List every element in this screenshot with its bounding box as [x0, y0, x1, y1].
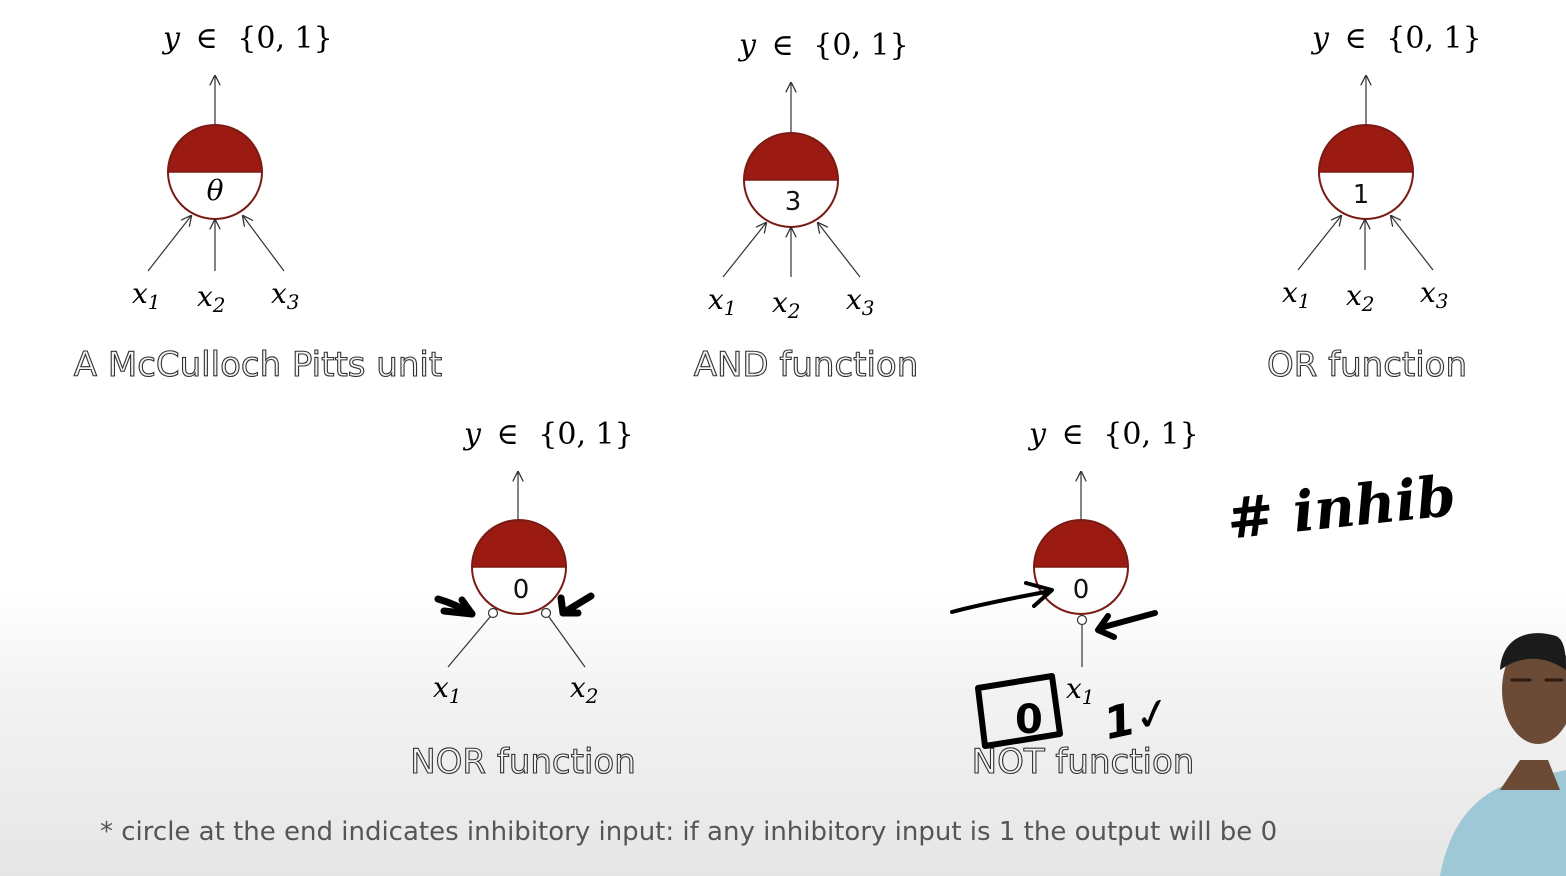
ink-arrow: [1095, 613, 1117, 640]
unit-or: y ∈ {0, 1} 1 x1 x2 x3 OR function: [1266, 21, 1482, 386]
boxed-value: 0: [1015, 697, 1043, 743]
input-label: x1: [433, 671, 462, 708]
input-arrow: [1391, 216, 1434, 271]
input-label: x3: [1420, 276, 1449, 313]
input-label: x2: [772, 286, 801, 323]
caption: NOR function: [410, 742, 636, 782]
threshold-label: 0: [1073, 575, 1090, 605]
handwritten-note: # inhib: [1224, 463, 1459, 553]
neuron: [471, 519, 567, 615]
input-label: x1: [708, 283, 737, 320]
inhibitory-circle: [540, 607, 552, 619]
threshold-label: θ: [207, 174, 224, 207]
input-arrow: [147, 216, 191, 272]
output-label: y ∈ {0, 1}: [1310, 21, 1482, 56]
input-label: x1: [1066, 672, 1095, 709]
ink-arrow: [557, 594, 582, 617]
caption: AND function: [694, 345, 919, 385]
input-label: x2: [570, 671, 599, 708]
caption: OR function: [1267, 345, 1467, 385]
output-label: y ∈ {0, 1}: [1027, 417, 1199, 452]
inhibitory-input-line: [548, 616, 586, 668]
ink-box: [975, 673, 1063, 749]
inhibitory-input-line: [447, 616, 491, 668]
threshold-label: 3: [785, 187, 802, 217]
output-label: y ∈ {0, 1}: [161, 21, 333, 56]
input-label: x3: [271, 277, 300, 314]
unit-nor: y ∈ {0, 1} 0 x1 x2 NOR function: [410, 417, 637, 783]
tick-note: 1✓: [1099, 686, 1176, 750]
unit-mcculloch: y ∈ {0, 1} θ x1 x2 x3 A McCulloch Pitts …: [73, 21, 442, 386]
input-label: x2: [197, 280, 226, 317]
unit-and: y ∈ {0, 1} 3 x1 x2 x3 AND function: [693, 28, 919, 386]
output-label: y ∈ {0, 1}: [737, 28, 909, 63]
input-arrow: [243, 216, 285, 272]
input-label: x2: [1346, 279, 1375, 316]
presenter-avatar: [1440, 633, 1566, 876]
caption: NOT function: [972, 742, 1195, 782]
caption: A McCulloch Pitts unit: [74, 345, 442, 385]
inhibitory-circle: [487, 607, 499, 619]
input-arrow: [722, 223, 766, 278]
input-label: x1: [1282, 276, 1311, 313]
ink-arrow: [440, 596, 476, 618]
input-arrow: [1297, 216, 1341, 271]
input-label: x1: [132, 277, 161, 314]
ink-arrow: [1097, 610, 1158, 631]
ink-arrow: [1024, 581, 1054, 608]
input-label: x3: [846, 283, 875, 320]
footnote: * circle at the end indicates inhibitory…: [100, 817, 1277, 847]
input-arrow: [818, 223, 861, 278]
neuron: [1033, 519, 1129, 615]
unit-not: y ∈ {0, 1} 0 x1 NOT function: [971, 417, 1199, 783]
threshold-label: 0: [513, 575, 530, 605]
threshold-label: 1: [1353, 180, 1370, 210]
ink-arrow: [950, 589, 1052, 614]
inhibitory-circle: [1076, 614, 1088, 626]
neuron: [1318, 124, 1414, 220]
output-label: y ∈ {0, 1}: [462, 417, 634, 452]
